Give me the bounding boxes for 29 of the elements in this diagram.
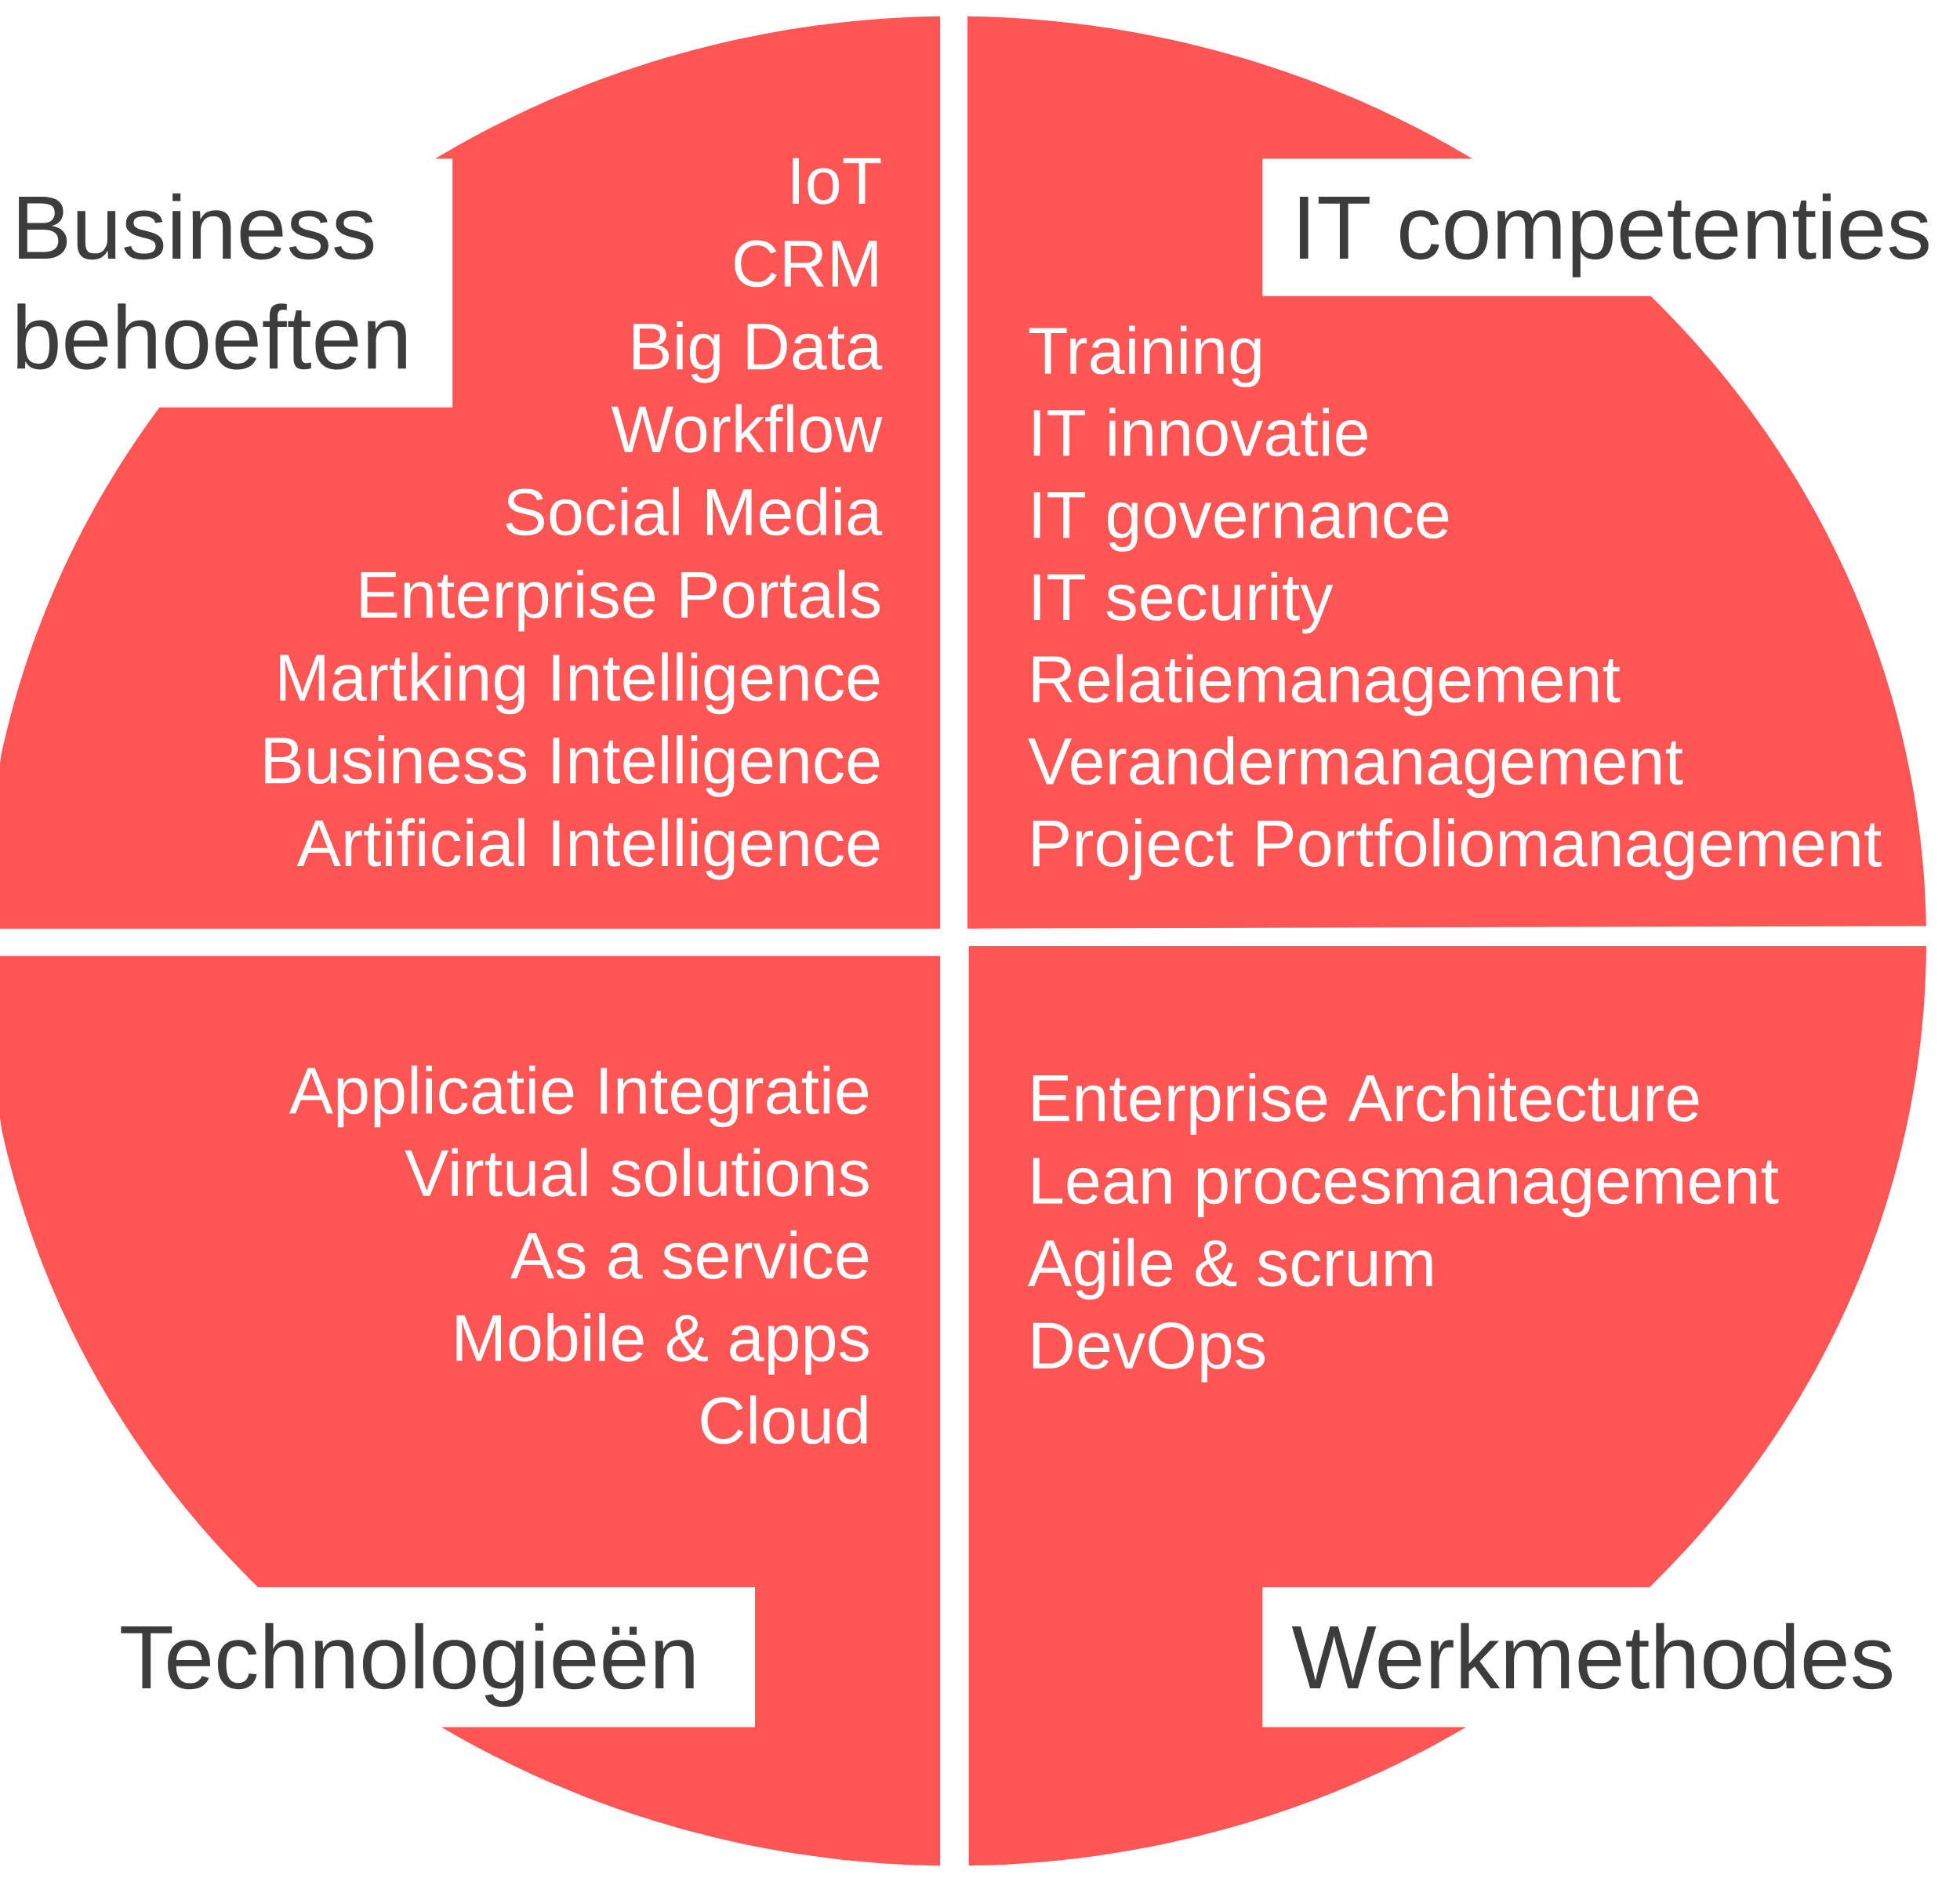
heading: Business behoeften — [17, 193, 406, 370]
heading: Technologieën — [121, 1622, 694, 1707]
heading: IT competenties — [1299, 193, 1929, 277]
list-item: IT security — [1033, 571, 1334, 634]
list-item: Cloud — [701, 1395, 867, 1445]
list-item: Training — [1029, 325, 1261, 388]
list-item: Martking Intelligence — [280, 652, 880, 714]
list-item: Workflow — [611, 404, 883, 453]
list-item: Business Intelligence — [265, 734, 880, 797]
list-item: Applicatie Integratie — [289, 1065, 869, 1127]
list-item: Verandermanagement — [1028, 736, 1683, 798]
list-item: Artificial Intelligence — [296, 818, 880, 880]
list-item: Lean procesmanagement — [1033, 1158, 1779, 1217]
list-item: IT innovatie — [1033, 408, 1367, 457]
list-item: CRM — [735, 240, 877, 288]
list-item: Enterprise Architecture — [1033, 1072, 1699, 1135]
list-item: Enterprise Portals — [361, 569, 880, 632]
heading: Werkmethodes — [1291, 1622, 1893, 1689]
list-item: DevOps — [1033, 1321, 1265, 1383]
list-item: IT governance — [1033, 491, 1449, 552]
list-item: Virtual solutions — [405, 1147, 869, 1197]
list-item: Project Portfoliomanagement — [1033, 818, 1882, 880]
list-item: Big Data — [633, 321, 883, 383]
list-item: Mobile & apps — [456, 1312, 869, 1375]
list-item: Agile & scrum — [1028, 1238, 1432, 1300]
list-item: Social Media — [506, 487, 883, 536]
list-item: Relatiemanagement — [1033, 654, 1621, 716]
list-item: IoT — [793, 158, 881, 205]
list-item: As a service — [510, 1230, 869, 1279]
